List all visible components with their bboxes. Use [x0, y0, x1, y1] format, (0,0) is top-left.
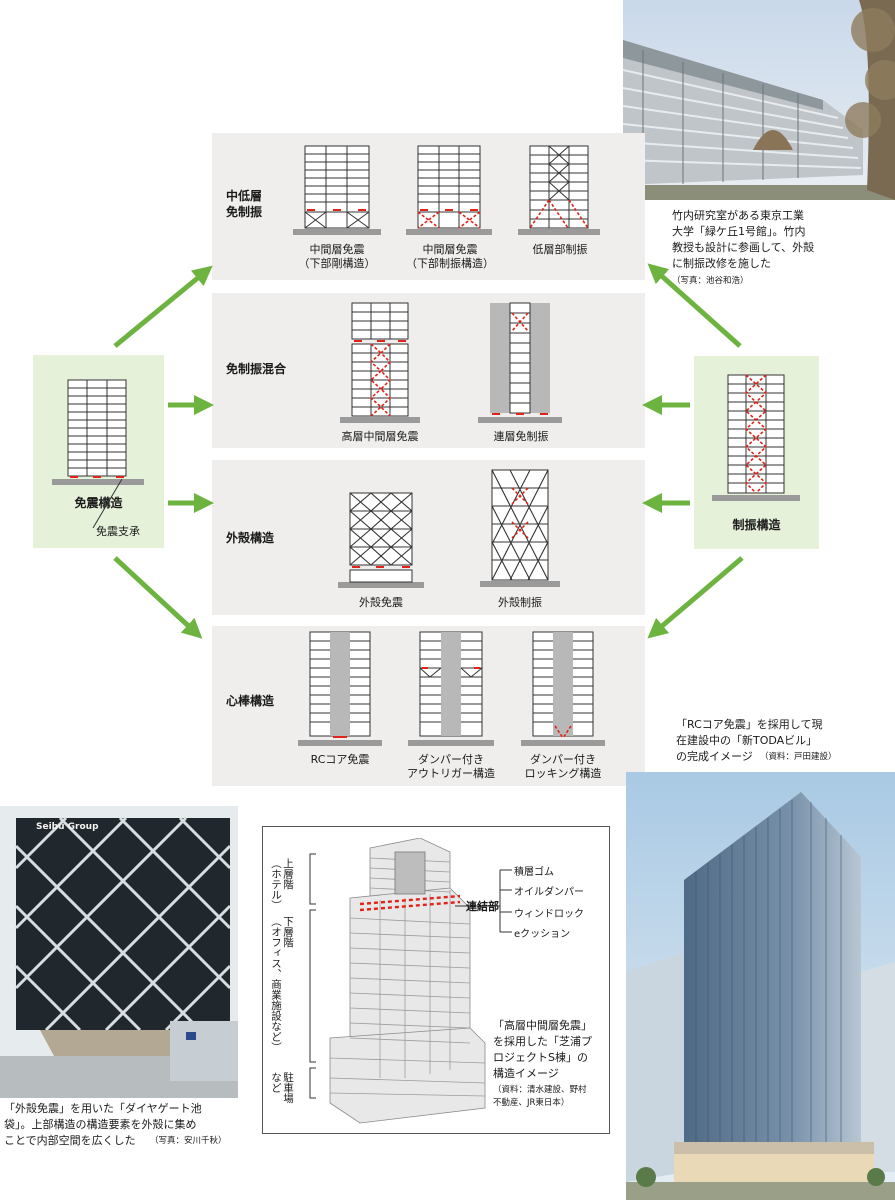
diagram-mid-iso-rigid — [293, 145, 381, 235]
shibaura-joint-leaders — [455, 869, 512, 933]
diagram-rc-core-iso — [298, 631, 382, 746]
label-mid-iso-damped: 中間層免震 （下部制振構造） — [406, 243, 494, 270]
diagram-low-damping — [518, 145, 600, 235]
caption-tokyo-tech: 竹内研究室がある東京工業 大学「緑ケ丘1号館」。竹内 教授も設計に参画して、外殻… — [672, 209, 815, 270]
arrow-left-to-midlow — [113, 265, 213, 348]
label-base-isolation: 免震構造 — [74, 496, 123, 510]
label-low-damping: 低層部制振 — [532, 243, 588, 256]
arrow-right-to-midlow — [647, 263, 742, 348]
shibaura-frame — [262, 826, 610, 1134]
label-vibration-control: 制振構造 — [732, 518, 781, 532]
label-connected-damping: 連層免制振 — [493, 430, 549, 443]
device-rubber: 積層ゴム — [514, 867, 554, 878]
credit-tokyo-tech: （写真：池谷和浩） — [672, 276, 749, 286]
label-outrigger: ダンパー付き アウトリガー構造 — [407, 753, 495, 780]
label-shell-iso: 外殻免震 — [359, 596, 403, 609]
caption-shibaura: 「高層中間層免震」 を採用した「芝浦プ ロジェクトS棟」の 構造イメージ — [493, 1019, 592, 1080]
category-hybrid: 免制振混合 — [226, 362, 287, 376]
diagram-vibration-control — [712, 374, 800, 501]
label-shell-damping: 外殻制振 — [498, 596, 542, 609]
category-outer-shell: 外殻構造 — [226, 531, 275, 545]
device-e-cushion: eクッション — [514, 929, 571, 940]
structure-diagrams — [52, 145, 800, 746]
credit-diagate: （写真：安川千秋） — [150, 1136, 227, 1146]
label-rc-core-iso: RCコア免震 — [310, 753, 370, 766]
panel-outer-shell — [212, 460, 645, 615]
label-upper-floors: 上層階 （ホテル） — [270, 858, 294, 911]
credit-toda: （資料：戸田建設） — [760, 752, 837, 762]
seibu-group-sign: Seibu Group — [36, 822, 99, 832]
device-wind-lock: ウィンドロック — [514, 909, 584, 920]
photo-new-toda-building — [626, 772, 895, 1200]
arrow-left-to-core — [113, 556, 203, 639]
diagram-rocking — [521, 631, 605, 746]
photo-diagate-ikebukuro — [0, 806, 238, 1098]
label-mid-iso-rigid: 中間層免震 （下部剛構造） — [298, 243, 376, 270]
label-joint: 連結部 — [466, 900, 499, 913]
shibaura-3d-structure — [329, 838, 486, 1124]
diagram-high-mid-iso — [340, 302, 420, 423]
panel-hybrid — [212, 293, 645, 448]
category-core: 心棒構造 — [226, 694, 275, 708]
label-lower-floors: 下層階 （オフィス、商業施設など） — [270, 916, 294, 1053]
diagram-shell-iso — [338, 492, 424, 588]
arrow-right-to-core — [647, 556, 744, 639]
label-parking: 駐車場 など — [270, 1072, 294, 1104]
caption-diagate: 「外殻免震」を用いた「ダイヤゲート池 袋」。上部構造の構造要素を外殻に集め こと… — [4, 1102, 202, 1147]
device-oil-damper: オイルダンパー — [514, 887, 584, 898]
label-high-mid-iso: 高層中間層免震 — [341, 430, 419, 443]
diagram-connected-damping — [478, 302, 562, 423]
diagram-outrigger — [408, 631, 494, 746]
diagram-mid-iso-damped — [406, 145, 492, 235]
credit-shibaura: （資料：清水建設、野村 不動産、JR東日本） — [493, 1085, 587, 1108]
label-rocking: ダンパー付き ロッキング構造 — [524, 753, 602, 780]
diagram-shell-damping — [480, 469, 560, 587]
category-mid-low: 中低層 免制振 — [226, 189, 263, 219]
caption-toda: 「RCコア免震」を採用して現 在建設中の「新TODAビル」 の完成イメージ — [676, 718, 823, 763]
label-isolation-bearing: 免震支承 — [96, 525, 140, 538]
diagram-base-isolation — [52, 379, 144, 529]
photo-tokyo-tech-building — [623, 0, 895, 200]
shibaura-floor-brackets — [309, 853, 316, 1099]
